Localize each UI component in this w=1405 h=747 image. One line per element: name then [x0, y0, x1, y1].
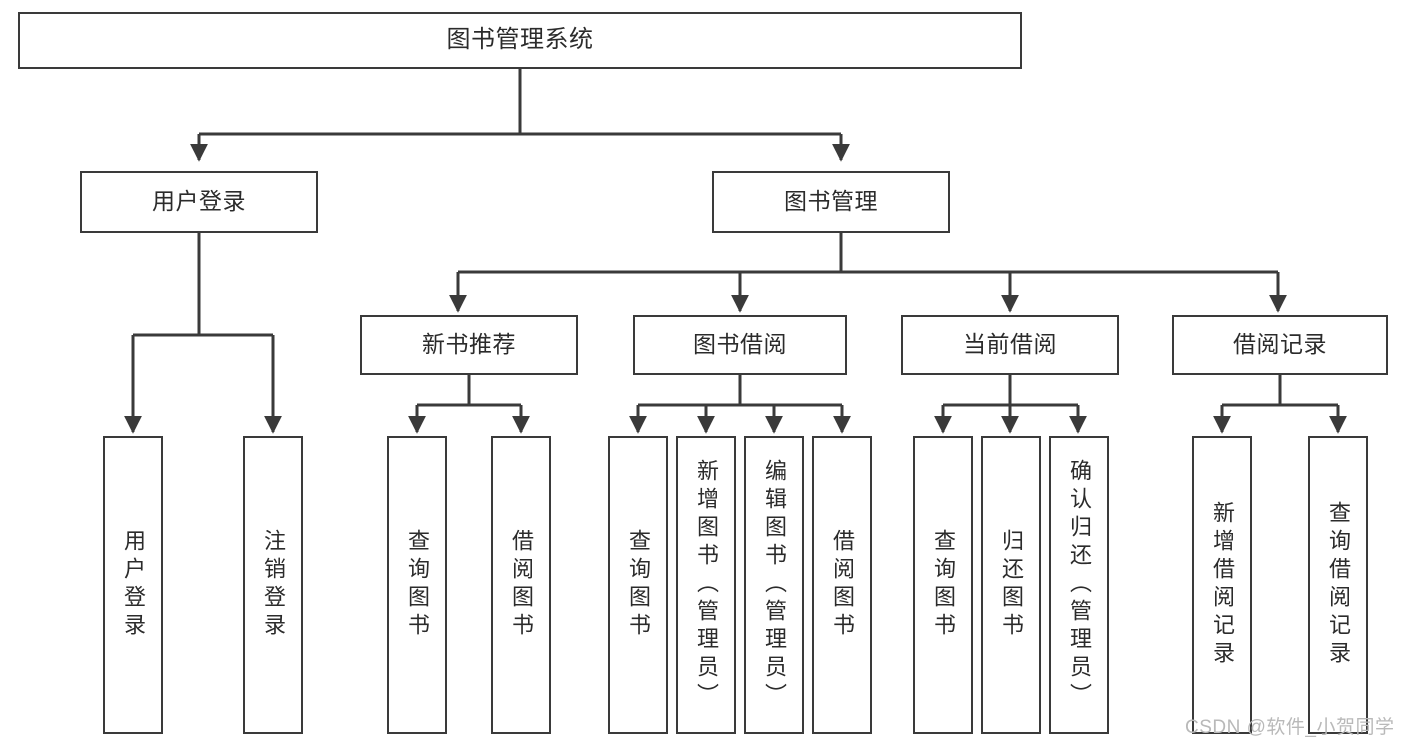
- node-label: 新书推荐: [422, 331, 516, 358]
- leaf-current-query-book[interactable]: 查询图书: [913, 436, 973, 734]
- node-label: 查询图书: [931, 529, 956, 641]
- node-current-borrow[interactable]: 当前借阅: [901, 315, 1119, 375]
- node-label: 用户登录: [152, 188, 246, 215]
- node-label: 查询图书: [626, 529, 651, 641]
- leaf-new-book-borrow[interactable]: 借阅图书: [491, 436, 551, 734]
- node-book-management[interactable]: 图书管理: [712, 171, 950, 233]
- leaf-borrow-add-book[interactable]: 新增图书（管理员）: [676, 436, 736, 734]
- node-root-book-management-system[interactable]: 图书管理系统: [18, 12, 1022, 69]
- leaf-current-return-book[interactable]: 归还图书: [981, 436, 1041, 734]
- node-label: 查询借阅记录: [1326, 501, 1351, 669]
- leaf-borrow-borrow-book[interactable]: 借阅图书: [812, 436, 872, 734]
- node-label: 图书管理系统: [446, 26, 594, 54]
- node-label: 确认归还（管理员）: [1067, 459, 1092, 711]
- node-label: 当前借阅: [963, 331, 1057, 358]
- node-label: 图书管理: [784, 188, 878, 215]
- node-label: 查询图书: [405, 529, 430, 641]
- leaf-user-login-logout[interactable]: 注销登录: [243, 436, 303, 734]
- leaf-record-add-record[interactable]: 新增借阅记录: [1192, 436, 1252, 734]
- leaf-new-book-query[interactable]: 查询图书: [387, 436, 447, 734]
- node-user-login[interactable]: 用户登录: [80, 171, 318, 233]
- node-new-book-recommend[interactable]: 新书推荐: [360, 315, 578, 375]
- node-label: 借阅记录: [1233, 331, 1327, 358]
- node-label: 归还图书: [999, 529, 1024, 641]
- node-label: 新增图书（管理员）: [694, 459, 719, 711]
- leaf-user-login-login[interactable]: 用户登录: [103, 436, 163, 734]
- node-borrow-record[interactable]: 借阅记录: [1172, 315, 1388, 375]
- node-label: 新增借阅记录: [1210, 501, 1235, 669]
- node-label: 注销登录: [261, 529, 286, 641]
- leaf-borrow-edit-book[interactable]: 编辑图书（管理员）: [744, 436, 804, 734]
- node-label: 图书借阅: [693, 331, 787, 358]
- node-book-borrow[interactable]: 图书借阅: [633, 315, 847, 375]
- leaf-current-confirm-return[interactable]: 确认归还（管理员）: [1049, 436, 1109, 734]
- node-label: 借阅图书: [830, 529, 855, 641]
- node-label: 编辑图书（管理员）: [762, 459, 787, 711]
- node-label: 借阅图书: [509, 529, 534, 641]
- leaf-record-query-record[interactable]: 查询借阅记录: [1308, 436, 1368, 734]
- node-label: 用户登录: [121, 529, 146, 641]
- leaf-borrow-query-book[interactable]: 查询图书: [608, 436, 668, 734]
